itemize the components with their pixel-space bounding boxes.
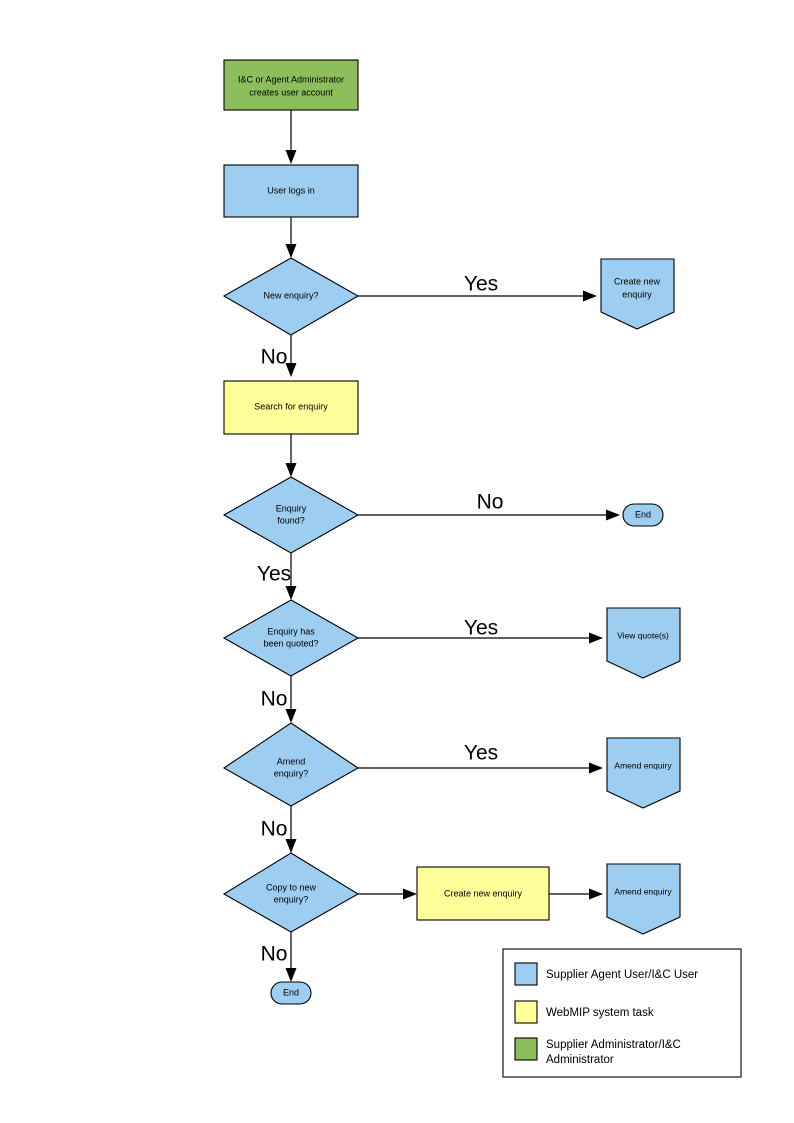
node-label-create-new-enquiry-manual-line1: Create new bbox=[614, 276, 661, 286]
edge-label-found-yes: Yes bbox=[257, 563, 291, 586]
edge-label-new-enquiry-no: No bbox=[261, 346, 288, 369]
legend-label-supplier-administrator-line2: Administrator bbox=[546, 1054, 614, 1066]
node-label-amend-enquiry-action: Amend enquiry bbox=[614, 760, 672, 770]
legend-label-supplier-agent-user: Supplier Agent User/I&C User bbox=[546, 969, 698, 981]
edge-copy-to-create bbox=[358, 888, 417, 900]
node-label-admin-creates-account-line1: I&C or Agent Administrator bbox=[238, 74, 344, 84]
legend-frame bbox=[502, 948, 742, 1078]
legend-item-supplier-agent-user: Supplier Agent User/I&C User bbox=[514, 962, 698, 986]
edge-copy-no-to-end bbox=[285, 932, 297, 982]
node-label-end-final: End bbox=[283, 987, 299, 997]
node-label-enquiry-quoted-line2: been quoted? bbox=[263, 638, 318, 648]
node-user-logs-in[interactable]: User logs in bbox=[223, 164, 359, 218]
edge-label-found-no: No bbox=[477, 491, 504, 514]
edge-label-amend-yes: Yes bbox=[464, 742, 498, 765]
legend-swatch-user-blue bbox=[514, 962, 538, 986]
edge-label-quoted-no: No bbox=[261, 688, 288, 711]
edge-new-enquiry-no bbox=[285, 335, 297, 377]
node-label-enquiry-found-line1: Enquiry bbox=[276, 503, 307, 513]
node-end-final[interactable]: End bbox=[270, 981, 312, 1005]
node-label-create-new-enquiry-system: Create new enquiry bbox=[444, 888, 523, 898]
node-label-user-logs-in: User logs in bbox=[267, 185, 315, 195]
legend-swatch-admin-green bbox=[514, 1037, 538, 1061]
legend-item-webmip-system-task: WebMIP system task bbox=[514, 1000, 654, 1024]
node-create-new-enquiry-manual[interactable]: Create new enquiry bbox=[600, 258, 675, 330]
node-label-enquiry-quoted-line1: Enquiry has bbox=[267, 626, 315, 636]
legend: Supplier Agent User/I&C User WebMIP syst… bbox=[502, 948, 742, 1078]
edge-label-new-enquiry-yes: Yes bbox=[464, 273, 498, 296]
edge-admin-to-login bbox=[285, 110, 297, 164]
node-label-view-quotes: View quote(s) bbox=[617, 630, 669, 640]
node-end-not-found[interactable]: End bbox=[622, 503, 664, 527]
node-label-copy-to-new-line2: enquiry? bbox=[274, 894, 309, 904]
node-new-enquiry-decision[interactable]: New enquiry? bbox=[222, 257, 360, 336]
node-label-new-enquiry-decision: New enquiry? bbox=[263, 290, 318, 300]
legend-item-supplier-administrator: Supplier Administrator/I&C Administrator bbox=[514, 1037, 681, 1066]
node-label-enquiry-found-line2: found? bbox=[277, 515, 305, 525]
node-label-create-new-enquiry-manual-line2: enquiry bbox=[622, 289, 652, 299]
edge-amend-yes bbox=[358, 762, 603, 774]
node-amend-enquiry-decision[interactable]: Amend enquiry? bbox=[222, 722, 360, 807]
node-label-admin-creates-account-line2: creates user account bbox=[249, 87, 333, 97]
edge-quoted-yes bbox=[358, 632, 603, 644]
node-label-amend-enquiry-line2: enquiry? bbox=[274, 768, 309, 778]
edge-search-to-found bbox=[285, 434, 297, 477]
node-enquiry-quoted-decision[interactable]: Enquiry has been quoted? bbox=[222, 599, 360, 677]
node-label-copy-to-new-line1: Copy to new bbox=[266, 882, 317, 892]
edge-found-yes bbox=[285, 553, 297, 600]
edge-new-enquiry-yes bbox=[358, 290, 597, 302]
node-label-amend-enquiry-action-2: Amend enquiry bbox=[614, 886, 672, 896]
edge-label-copy-no: No bbox=[261, 943, 288, 966]
edge-quoted-no bbox=[285, 676, 297, 723]
edge-create-to-amend2 bbox=[549, 888, 603, 900]
legend-label-webmip-system-task: WebMIP system task bbox=[546, 1007, 654, 1019]
node-view-quotes[interactable]: View quote(s) bbox=[606, 607, 681, 679]
node-copy-to-new-enquiry-decision[interactable]: Copy to new enquiry? bbox=[222, 852, 360, 933]
node-amend-enquiry-action[interactable]: Amend enquiry bbox=[606, 737, 681, 809]
edge-label-quoted-yes: Yes bbox=[464, 617, 498, 640]
node-create-new-enquiry-system[interactable]: Create new enquiry bbox=[416, 866, 550, 921]
node-label-amend-enquiry-line1: Amend bbox=[277, 756, 306, 766]
edge-amend-no bbox=[285, 806, 297, 853]
edge-label-amend-no: No bbox=[261, 818, 288, 841]
node-admin-creates-account[interactable]: I&C or Agent Administrator creates user … bbox=[223, 59, 359, 111]
node-enquiry-found-decision[interactable]: Enquiry found? bbox=[222, 476, 360, 554]
node-search-for-enquiry[interactable]: Search for enquiry bbox=[223, 380, 359, 435]
legend-label-supplier-administrator-line1: Supplier Administrator/I&C bbox=[546, 1039, 681, 1051]
node-amend-enquiry-action-2[interactable]: Amend enquiry bbox=[606, 863, 681, 935]
node-label-end-not-found: End bbox=[635, 509, 651, 519]
legend-swatch-system-yellow bbox=[514, 1000, 538, 1024]
edge-found-no bbox=[358, 509, 620, 521]
edge-login-to-new-enquiry bbox=[285, 217, 297, 258]
node-label-search-for-enquiry: Search for enquiry bbox=[254, 401, 328, 411]
